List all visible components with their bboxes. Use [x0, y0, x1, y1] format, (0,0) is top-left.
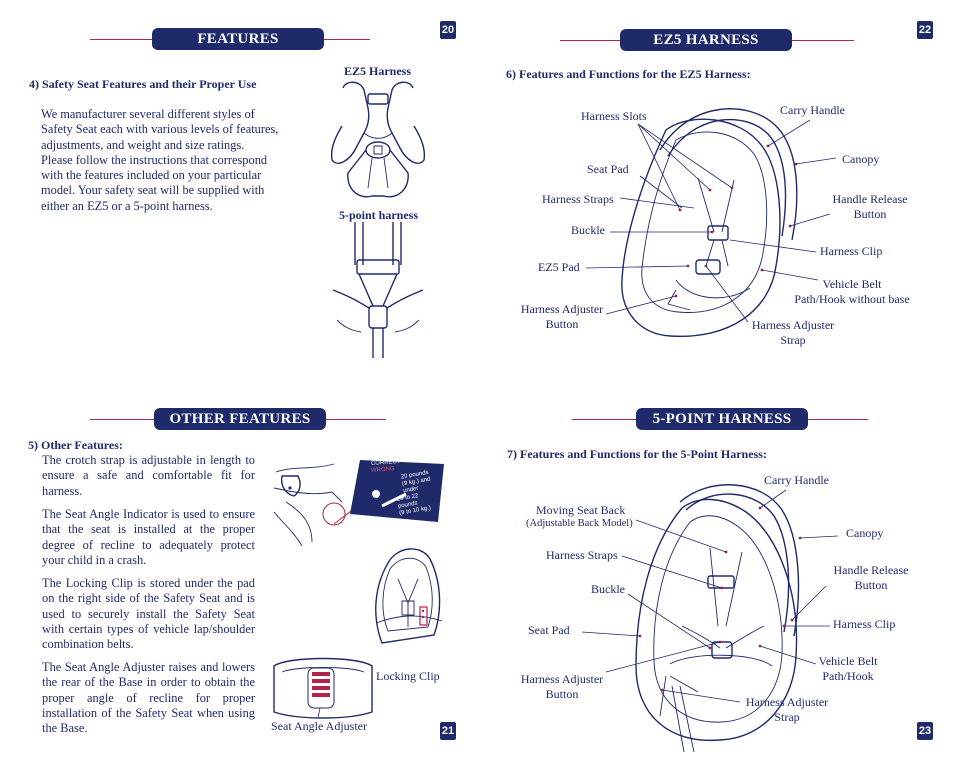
label-harness-straps: Harness Straps — [542, 192, 614, 206]
page-number: 21 — [440, 722, 456, 740]
label-harness-adjuster-strap: Harness Adjuster Strap — [745, 695, 829, 724]
features-paragraph: We manufacturer several different styles… — [41, 107, 279, 213]
locking-clip-label: Locking Clip — [376, 669, 440, 683]
label-seat-pad: Seat Pad — [587, 162, 629, 176]
seat-angle-indicator-panel — [350, 460, 444, 522]
section-title-5-point-harness: 5-POINT HARNESS — [636, 408, 808, 430]
page-number: 22 — [917, 21, 933, 39]
section-title-other-features: OTHER FEATURES — [154, 408, 326, 430]
section-heading: 6) Features and Functions for the EZ5 Ha… — [506, 67, 751, 81]
figure-caption-5point: 5-point harness — [339, 208, 419, 222]
crotch-strap-paragraph: The crotch strap is adjustable in length… — [42, 453, 255, 498]
label-harness-adjuster-strap: Harness Adjuster Strap — [751, 318, 835, 347]
label-handle-release-button: Handle Release Button — [833, 563, 909, 592]
five-point-car-seat-diagram — [581, 484, 839, 753]
label-canopy: Canopy — [846, 526, 884, 540]
label-handle-release-button: Handle Release Button — [832, 192, 908, 221]
seat-angle-adjuster-paragraph: The Seat Angle Adjuster raises and lower… — [42, 660, 255, 736]
page-number: 20 — [440, 21, 456, 39]
ez5-car-seat-diagram — [585, 108, 837, 338]
label-seat-pad: Seat Pad — [528, 623, 570, 637]
label-ez5-pad: EZ5 Pad — [538, 260, 580, 274]
label-harness-clip: Harness Clip — [820, 244, 883, 258]
label-vehicle-belt-path: Vehicle Belt Path/Hook — [818, 654, 878, 683]
seat-angle-adjuster-illustration — [273, 657, 373, 719]
label-moving-seat-back: Moving Seat Back — [536, 503, 626, 517]
label-buckle: Buckle — [571, 223, 605, 237]
label-buckle: Buckle — [591, 582, 625, 596]
label-harness-slots: Harness Slots — [581, 109, 647, 123]
seat-angle-indicator-paragraph: The Seat Angle Indicator is used to ensu… — [42, 507, 255, 567]
section-title-ez5-harness: EZ5 HARNESS — [620, 29, 792, 51]
section-title-features: FEATURES — [152, 28, 324, 50]
label-canopy: Canopy — [842, 152, 880, 166]
ez5-harness-illustration — [330, 81, 426, 198]
label-harness-adjuster-button: Harness Adjuster Button — [520, 672, 604, 701]
label-adjustable-back-model: (Adjustable Back Model) — [526, 518, 633, 529]
label-harness-clip: Harness Clip — [833, 617, 896, 631]
section-heading: 4) Safety Seat Features and their Proper… — [29, 77, 257, 91]
label-harness-adjuster-button: Harness Adjuster Button — [520, 302, 604, 331]
label-vehicle-belt-path: Vehicle Belt Path/Hook without base — [794, 277, 910, 306]
section-heading: 5) Other Features: — [28, 438, 123, 452]
five-point-harness-illustration — [332, 222, 424, 358]
locking-clip-paragraph: The Locking Clip is stored under the pad… — [42, 576, 255, 652]
crotch-strap-illustration — [273, 463, 346, 547]
locking-clip-seat-illustration — [375, 548, 443, 644]
label-carry-handle: Carry Handle — [780, 103, 845, 117]
figure-caption-ez5: EZ5 Harness — [344, 64, 412, 78]
seat-angle-adjuster-label: Seat Angle Adjuster — [271, 719, 367, 733]
label-carry-handle: Carry Handle — [764, 473, 829, 487]
page-number: 23 — [917, 722, 933, 740]
section-heading: 7) Features and Functions for the 5-Poin… — [507, 447, 767, 461]
label-harness-straps: Harness Straps — [546, 548, 618, 562]
